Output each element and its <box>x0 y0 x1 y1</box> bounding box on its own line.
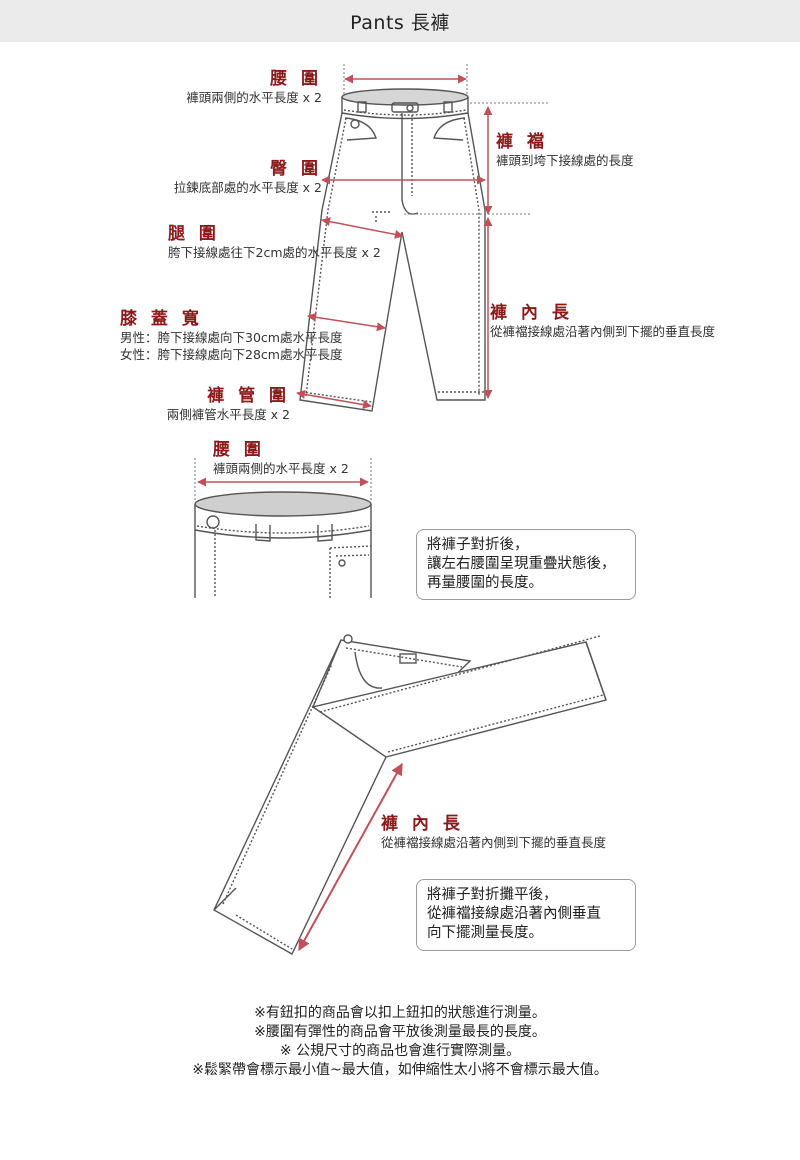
footnote: ※腰圍有彈性的商品會平放後測量最長的長度。 <box>254 1024 546 1040</box>
front-pants-illustration <box>299 88 486 412</box>
thigh-label: 腿 圍 胯下接線處往下2cm處的水平長度 x 2 <box>168 224 381 260</box>
footnote: ※ 公規尺寸的商品也會進行實際測量。 <box>279 1043 521 1059</box>
rise-label: 褲 襠 褲頭到垮下接線處的長度 <box>496 132 634 168</box>
knee-label: 膝 蓋 寬 男性：胯下接線處向下30cm處水平長度 女性：胯下接線處向下28cm… <box>120 309 343 362</box>
footnote: ※有鈕扣的商品會以扣上鈕扣的狀態進行測量。 <box>254 1005 546 1021</box>
waist-detail-illustration <box>194 491 372 598</box>
top-measurement-arrows <box>296 74 493 410</box>
note-line: 再量腰圍的長度。 <box>427 575 543 591</box>
hip-label: 臀 圍 拉鍊底部處的水平長度 x 2 <box>173 159 322 195</box>
waist-detail-label: 腰 圍 褲頭兩側的水平長度 x 2 <box>213 440 349 476</box>
note-line: 向下擺測量長度。 <box>427 925 543 941</box>
footnote: ※鬆緊帶會標示最小值~最大值，如伸縮性太小將不會標示最大值。 <box>192 1062 608 1078</box>
top-dotted-guides <box>343 64 550 215</box>
note-line: 從褲襠接線處沿著內側垂直 <box>427 906 601 922</box>
folded-inseam-arrow <box>298 762 403 952</box>
folded-pants-illustration <box>213 634 607 955</box>
note-line: 將褲子對折後， <box>427 537 529 553</box>
inseam-label: 褲 內 長 從褲襠接線處沿著內側到下擺的垂直長度 <box>490 303 716 339</box>
hem-label: 褲 管 圍 兩側褲管水平長度 x 2 <box>166 386 290 422</box>
note-line: 讓左右腰圍呈現重疊狀態後， <box>427 556 616 572</box>
waist-note: 將褲子對折後， 讓左右腰圍呈現重疊狀態後， 再量腰圍的長度。 <box>416 529 636 600</box>
waist-detail-arrows <box>194 458 372 500</box>
page-title: Pants 長褲 <box>0 0 800 42</box>
inseam-note: 將褲子對折攤平後， 從褲襠接線處沿著內側垂直 向下擺測量長度。 <box>416 879 636 951</box>
note-line: 將褲子對折攤平後， <box>427 887 558 903</box>
waist-label: 腰 圍 褲頭兩側的水平長度 x 2 <box>186 69 322 105</box>
inseam-detail-label: 褲 內 長 從褲襠接線處沿著內側到下擺的垂直長度 <box>381 814 607 850</box>
